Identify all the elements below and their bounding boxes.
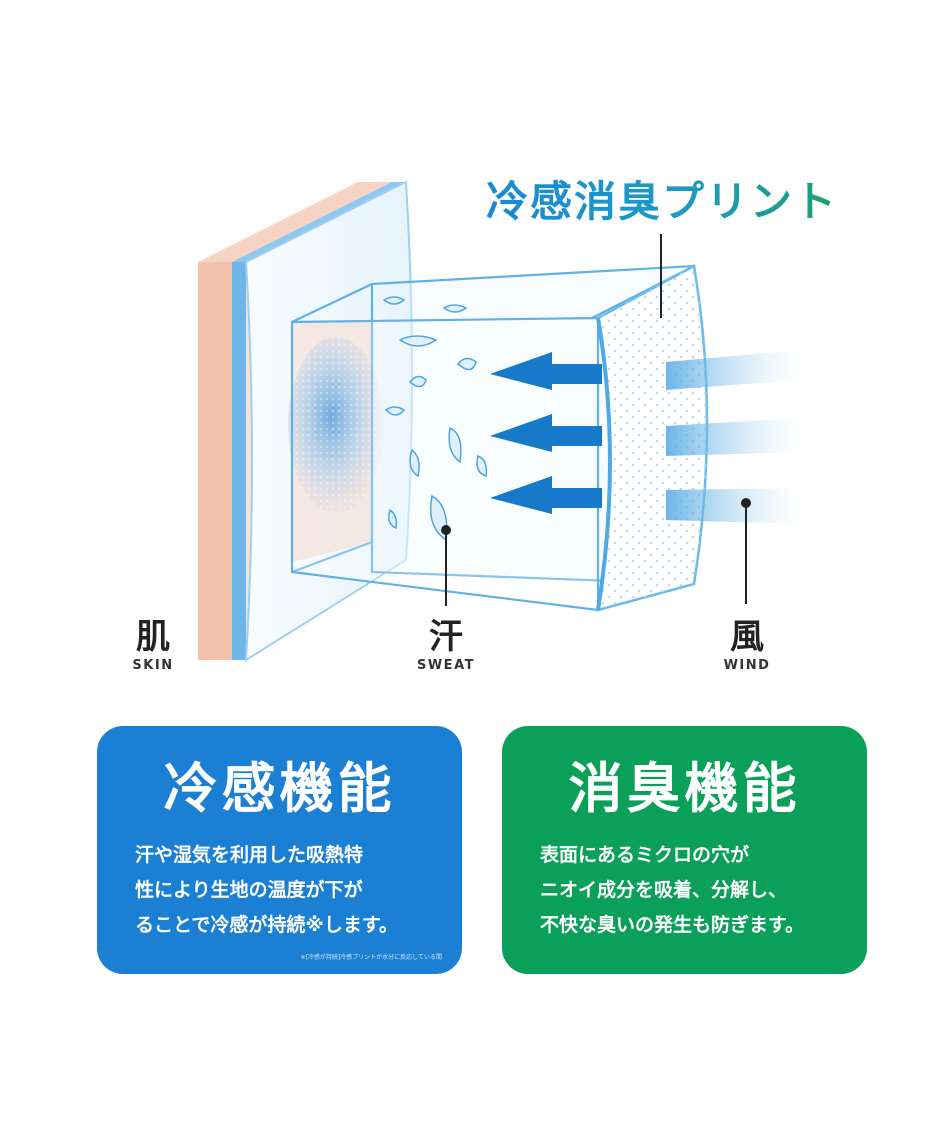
sweat-label-en: SWEAT [416,658,475,673]
diagram-title: 冷感消臭プリント [486,168,838,229]
skin-label-en: SKIN [132,658,174,673]
deodorizing-line-3: 不快な臭いの発生も防ぎます。 [540,914,805,936]
deodorizing-line-1: 表面にあるミクロの穴が [540,844,750,866]
cooling-function-heading: 冷感機能 [163,757,396,820]
skin-label-jp: 肌 [136,617,170,657]
leader-lines [441,234,751,606]
sweat-label-jp: 汗 [429,617,463,657]
deodorizing-function-heading: 消臭機能 [568,757,801,820]
wind-label-en: WIND [723,658,771,673]
wind-label-jp: 風 [730,617,764,657]
sweat-spot [288,322,384,562]
deodorizing-function-card: 消臭機能 表面にあるミクロの穴が ニオイ成分を吸着、分解し、 不快な臭いの発生も… [502,726,867,974]
cool-print-face [596,264,709,612]
cooling-line-2: 性により生地の温度が下が [135,879,363,901]
deodorizing-function-description: 表面にあるミクロの穴が ニオイ成分を吸着、分解し、 不快な臭いの発生も防ぎます。 [540,838,847,943]
wind-streams [666,350,800,524]
arrow-left-icon [490,352,602,514]
cooling-line-3: ることで冷感が持続※します。 [135,914,399,936]
fabric-diagram [198,180,800,662]
cooling-footnote: ※[冷感が持続]冷感プリントが水分に反応している間 [300,954,442,961]
cooling-line-1: 汗や湿気を利用した吸熱特 [135,844,364,866]
cooling-function-card: 冷感機能 汗や湿気を利用した吸熱特 性により生地の温度が下が ることで冷感が持続… [97,726,462,974]
deodorizing-line-2: ニオイ成分を吸着、分解し、 [540,879,788,901]
cooling-function-description: 汗や湿気を利用した吸熱特 性により生地の温度が下が ることで冷感が持続※します。 [135,838,442,943]
wind-label: 風 WIND [716,618,778,673]
skin-label: 肌 SKIN [128,618,178,673]
sweat-label: 汗 SWEAT [406,618,486,673]
water-drop-icon [382,296,488,542]
